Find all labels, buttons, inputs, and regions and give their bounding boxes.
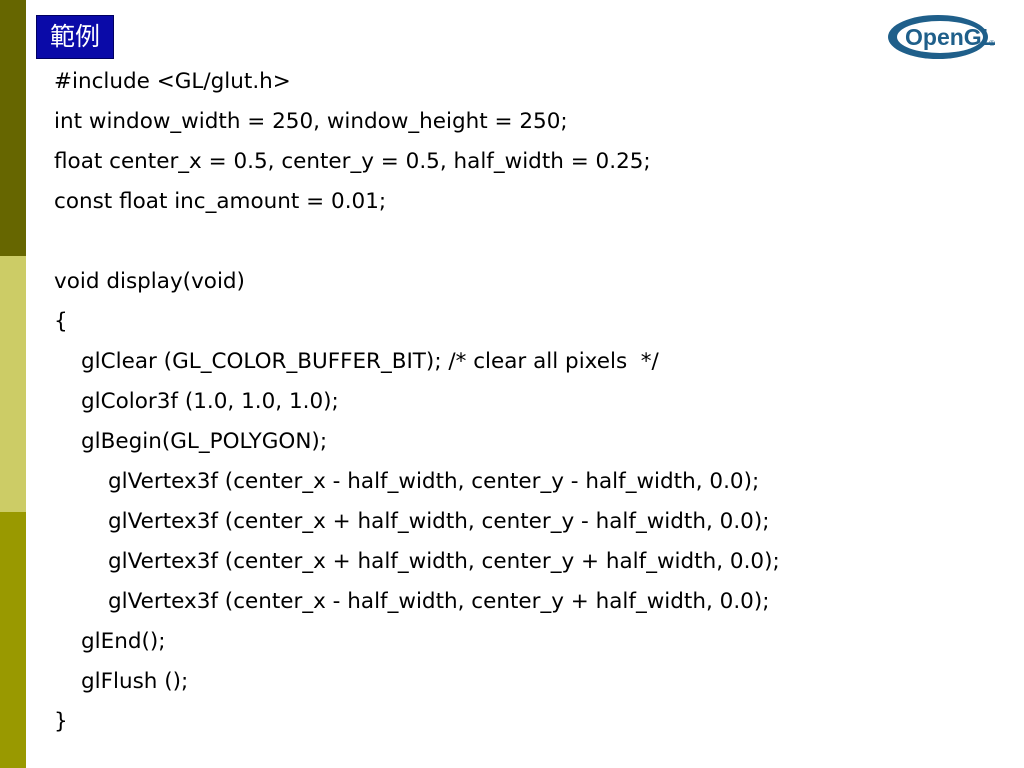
code-line: #include <GL/glut.h> xyxy=(54,69,291,94)
sidebar-stripe xyxy=(0,0,26,768)
code-line: glClear (GL_COLOR_BUFFER_BIT); /* clear … xyxy=(81,349,659,374)
code-line: glBegin(GL_POLYGON); xyxy=(81,429,328,454)
sidebar-segment-bottom xyxy=(0,512,26,768)
logo-registered-mark: ® xyxy=(989,39,995,48)
code-line: glVertex3f (center_x - half_width, cente… xyxy=(108,469,760,494)
code-line: glVertex3f (center_x + half_width, cente… xyxy=(108,509,770,534)
code-line: } xyxy=(54,709,68,734)
sidebar-segment-top xyxy=(0,0,26,256)
slide-title: 範例 xyxy=(36,15,114,59)
code-line: glFlush (); xyxy=(81,669,189,694)
code-line xyxy=(54,222,1004,262)
code-listing: #include <GL/glut.h> int window_width = 2… xyxy=(54,62,1004,742)
opengl-logo: OpenGL ® xyxy=(886,12,1002,62)
code-line: { xyxy=(54,309,68,334)
code-line: float center_x = 0.5, center_y = 0.5, ha… xyxy=(54,149,651,174)
code-line: glColor3f (1.0, 1.0, 1.0); xyxy=(81,389,339,414)
code-line: void display(void) xyxy=(54,269,245,294)
opengl-logo-icon: OpenGL ® xyxy=(888,15,996,59)
code-line: glEnd(); xyxy=(81,629,166,654)
code-line: glVertex3f (center_x - half_width, cente… xyxy=(108,589,770,614)
code-line: glVertex3f (center_x + half_width, cente… xyxy=(108,549,780,574)
code-line: const float inc_amount = 0.01; xyxy=(54,189,387,214)
sidebar-segment-middle xyxy=(0,256,26,512)
code-line: int window_width = 250, window_height = … xyxy=(54,109,568,134)
logo-text: OpenGL xyxy=(905,24,996,50)
